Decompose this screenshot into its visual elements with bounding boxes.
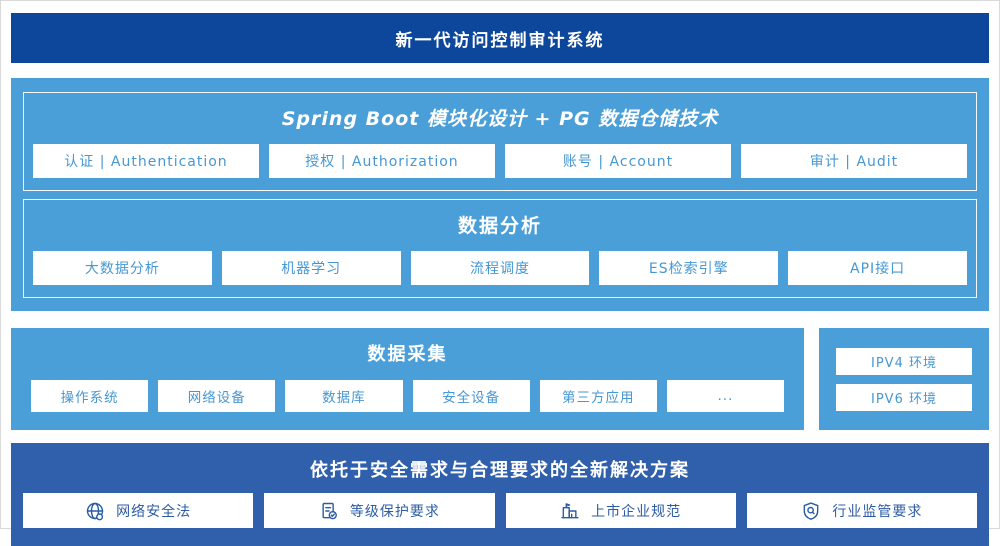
collection-row: 数据采集 操作系统 网络设备 数据库 安全设备 第三方应用 ... IPV4 环… xyxy=(11,328,989,430)
ip-environment-box: IPV4 环境 IPV6 环境 xyxy=(819,328,989,430)
item-cybersecurity-law: 网络安全法 xyxy=(23,493,254,528)
module-audit: 审计 | Audit xyxy=(741,144,967,178)
collection-section: 数据采集 操作系统 网络设备 数据库 安全设备 第三方应用 ... xyxy=(11,328,804,430)
solution-section: 依托于安全需求与合理要求的全新解决方案 网络安全法 等级保护要求 xyxy=(11,443,989,546)
architecture-group: Spring Boot 模块化设计 + PG 数据仓储技术 认证 | Authe… xyxy=(23,92,977,191)
item-label: 行业监管要求 xyxy=(832,503,923,520)
source-database: 数据库 xyxy=(285,380,403,412)
env-ipv6: IPV6 环境 xyxy=(836,383,972,411)
module-authorization: 授权 | Authorization xyxy=(269,144,495,178)
item-label: 等级保护要求 xyxy=(349,503,440,520)
source-security-device: 安全设备 xyxy=(412,380,530,412)
module-workflow: 流程调度 xyxy=(410,251,590,285)
building-icon xyxy=(561,502,579,518)
globe-security-icon xyxy=(86,502,104,520)
item-classified-protection: 等级保护要求 xyxy=(264,493,495,528)
system-title: 新一代访问控制审计系统 xyxy=(395,30,605,51)
collection-sources: 操作系统 网络设备 数据库 安全设备 第三方应用 ... xyxy=(31,380,785,412)
source-thirdparty-app: 第三方应用 xyxy=(539,380,657,412)
analysis-title: 数据分析 xyxy=(457,215,542,237)
item-label: 网络安全法 xyxy=(116,503,192,520)
collection-title: 数据采集 xyxy=(367,344,448,365)
module-machine-learning: 机器学习 xyxy=(221,251,401,285)
platform-section: Spring Boot 模块化设计 + PG 数据仓储技术 认证 | Authe… xyxy=(11,78,989,311)
module-authentication: 认证 | Authentication xyxy=(33,144,259,178)
solution-title: 依托于安全需求与合理要求的全新解决方案 xyxy=(310,460,690,481)
analysis-modules: 大数据分析 机器学习 流程调度 ES检索引擎 API接口 xyxy=(33,251,967,285)
architecture-modules: 认证 | Authentication 授权 | Authorization 账… xyxy=(33,144,967,178)
module-api: API接口 xyxy=(788,251,967,285)
module-account: 账号 | Account xyxy=(505,144,731,178)
architecture-title: Spring Boot 模块化设计 + PG 数据仓储技术 xyxy=(281,108,719,130)
source-os: 操作系统 xyxy=(31,380,149,412)
item-listed-company-standard: 上市企业规范 xyxy=(505,493,736,528)
analysis-group: 数据分析 大数据分析 机器学习 流程调度 ES检索引擎 API接口 xyxy=(23,199,977,298)
module-bigdata: 大数据分析 xyxy=(33,251,212,285)
source-more-ellipsis: ... xyxy=(666,380,785,412)
item-label: 上市企业规范 xyxy=(591,503,682,520)
env-ipv4: IPV4 环境 xyxy=(836,347,972,375)
module-es-search: ES检索引擎 xyxy=(599,251,779,285)
system-title-banner: 新一代访问控制审计系统 xyxy=(11,13,989,63)
shield-search-icon xyxy=(804,501,819,520)
source-network-device: 网络设备 xyxy=(158,380,276,412)
item-industry-regulation: 行业监管要求 xyxy=(746,493,977,528)
solution-items: 网络安全法 等级保护要求 上市企业规范 xyxy=(23,493,977,528)
document-check-icon xyxy=(322,502,337,519)
